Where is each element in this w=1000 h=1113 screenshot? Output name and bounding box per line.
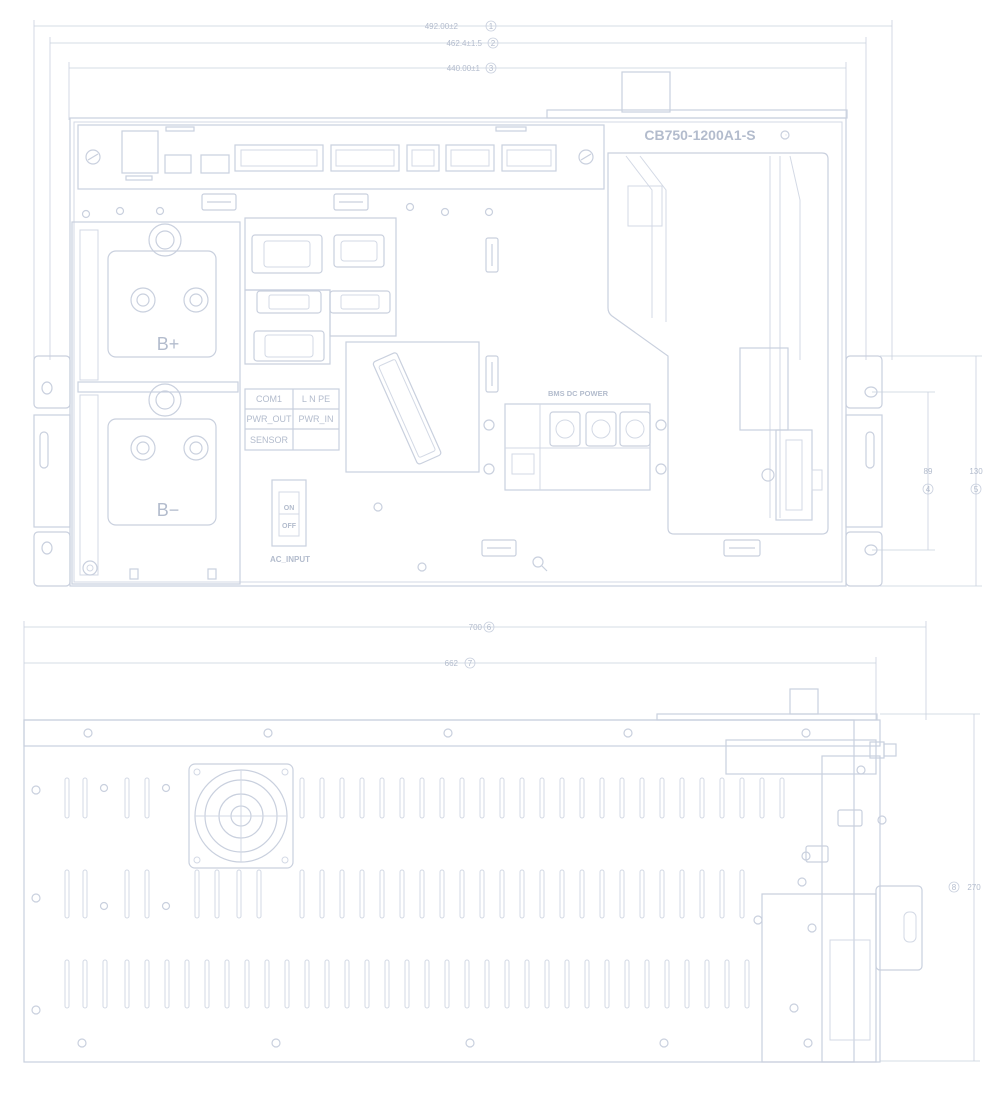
dimension-270: 8 270 xyxy=(880,713,981,1062)
mount-ear-right-bottom xyxy=(845,531,883,587)
power-module-housing xyxy=(607,152,829,535)
dim-662-marker: 7 xyxy=(468,659,473,668)
fan-icon xyxy=(188,763,294,869)
dimension-662: 662 7 xyxy=(24,657,877,720)
connector-icon xyxy=(445,144,495,172)
dim-462-value: 462.4±1.5 xyxy=(446,39,482,48)
breaker-lever xyxy=(372,352,442,465)
dimension-492: 492.00±2 1 xyxy=(33,20,893,360)
port-label-table: COM1 L N PE PWR_OUT PWR_IN SENSOR xyxy=(244,388,340,451)
chassis-outline xyxy=(69,117,847,587)
terminal-area xyxy=(71,221,241,585)
dimension-440: 440.00±1 3 xyxy=(68,62,847,120)
dim-89-marker: 4 xyxy=(926,485,931,494)
dim-492-value: 492.00±2 xyxy=(425,22,459,31)
side-chassis-outline xyxy=(23,719,855,1063)
terminal-plus-block xyxy=(107,250,217,358)
mount-ear-right-top xyxy=(845,355,883,409)
module-bracket xyxy=(739,347,789,431)
bms-label: BMS DC POWER xyxy=(548,389,609,398)
dim-270-value: 270 xyxy=(967,883,981,892)
ac-input-label: AC_INPUT xyxy=(270,555,310,564)
dim-462-marker: 2 xyxy=(491,39,496,48)
dim-440-marker: 3 xyxy=(489,64,494,73)
connector-icon xyxy=(406,144,440,172)
dim-700-marker: 6 xyxy=(487,623,492,632)
connector-icon xyxy=(501,144,557,172)
pwr-out-label: PWR_OUT xyxy=(247,414,293,424)
dim-89-value: 89 xyxy=(924,467,933,476)
terminal-minus-block xyxy=(107,418,217,526)
magnifier-icon xyxy=(532,556,548,572)
top-handle xyxy=(621,71,671,113)
db-port-2 xyxy=(333,234,385,268)
side-top-handle xyxy=(789,688,819,715)
dim-130-value: 130 xyxy=(969,467,983,476)
small-header-1 xyxy=(164,154,192,174)
dim-700-value: 700 xyxy=(469,623,483,632)
model-label: CB750-1200A1-S xyxy=(644,127,755,143)
switch-on-label: ON xyxy=(284,505,295,512)
breaker-box xyxy=(345,341,480,473)
small-header-2 xyxy=(200,154,230,174)
dimension-462: 462.4±1.5 2 xyxy=(49,37,867,360)
pwr-in-label: PWR_IN xyxy=(298,414,333,424)
rj45-port xyxy=(121,130,159,174)
connector-board xyxy=(77,124,605,190)
bms-dc-power-block xyxy=(504,403,651,491)
com1-label: COM1 xyxy=(256,394,282,404)
db-port-5 xyxy=(253,330,325,362)
mount-ear-left-bottom xyxy=(33,531,71,587)
db-port-1 xyxy=(251,234,323,274)
side-view xyxy=(23,688,923,1063)
mount-ear-left-mid xyxy=(33,414,71,528)
dim-492-marker: 1 xyxy=(489,22,494,31)
side-bracket xyxy=(725,739,877,775)
connector-icon xyxy=(330,144,400,172)
dimension-130: 130 5 xyxy=(880,355,983,587)
front-view: CB750-1200A1-S B+ B− xyxy=(33,71,883,587)
terminal-minus-label: B− xyxy=(157,500,180,520)
terminal-plus-label: B+ xyxy=(157,334,180,354)
vent-slots xyxy=(64,777,785,1009)
dim-130-marker: 5 xyxy=(974,485,979,494)
mount-ear-left-top xyxy=(33,355,71,409)
dim-662-value: 662 xyxy=(445,659,459,668)
switch-off-label: OFF xyxy=(282,523,297,530)
dim-440-value: 440.00±1 xyxy=(447,64,481,73)
db-port-3 xyxy=(256,290,322,314)
side-module-block xyxy=(761,893,877,1063)
connector-icon xyxy=(234,144,324,172)
dim-270-marker: 8 xyxy=(952,883,957,892)
power-switch xyxy=(271,479,307,547)
mount-ear-right-mid xyxy=(845,414,883,528)
sensor-label: SENSOR xyxy=(250,435,289,445)
db-port-4 xyxy=(329,290,391,314)
lnpe-label: L N PE xyxy=(302,394,330,404)
dimension-700: 700 6 xyxy=(23,621,927,720)
